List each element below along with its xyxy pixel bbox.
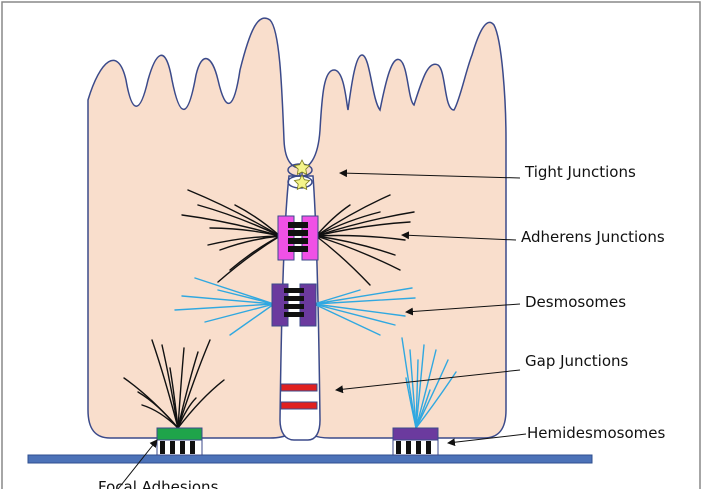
filament bbox=[313, 303, 396, 326]
filament bbox=[181, 214, 281, 237]
filament bbox=[415, 389, 431, 429]
filament bbox=[177, 351, 199, 429]
filament bbox=[315, 194, 391, 237]
label-gap-junctions: Gap Junctions bbox=[525, 352, 629, 370]
arrow-adherens-junctions bbox=[401, 231, 517, 241]
right-cell bbox=[301, 21, 507, 439]
filament bbox=[217, 289, 275, 305]
filament bbox=[204, 303, 275, 323]
adherens-actin-filaments bbox=[181, 189, 415, 286]
filament bbox=[409, 349, 417, 429]
gap-junction bbox=[280, 383, 318, 410]
filament bbox=[315, 221, 411, 237]
left-cell bbox=[87, 17, 301, 439]
label-tight-junctions: Tight Junctions bbox=[524, 163, 636, 181]
leader-arrows bbox=[117, 169, 527, 489]
filament bbox=[415, 349, 437, 429]
adherens-junction bbox=[277, 215, 319, 261]
filament bbox=[313, 303, 406, 317]
hemidesmosome-keratin-filaments bbox=[401, 337, 457, 429]
filament bbox=[315, 235, 401, 271]
label-desmosomes: Desmosomes bbox=[525, 293, 626, 311]
filament bbox=[315, 204, 351, 237]
filament bbox=[169, 367, 179, 429]
filament bbox=[315, 235, 396, 256]
filament bbox=[313, 289, 361, 305]
filament bbox=[177, 339, 211, 429]
filament bbox=[315, 235, 371, 286]
desmosome bbox=[271, 283, 317, 327]
desmosome-keratin-filaments bbox=[174, 277, 416, 336]
label-adherens-junctions: Adherens Junctions bbox=[521, 228, 665, 246]
filament bbox=[313, 303, 381, 336]
filament bbox=[415, 344, 425, 429]
filament bbox=[141, 404, 179, 429]
label-focal-adhesions: Focal Adhesions bbox=[98, 478, 219, 489]
filament bbox=[209, 227, 281, 237]
filament bbox=[217, 235, 281, 283]
filament bbox=[315, 211, 381, 237]
filament bbox=[177, 347, 185, 429]
filament bbox=[174, 303, 275, 311]
arrow-desmosomes bbox=[405, 303, 521, 316]
tight-junction-star-icon bbox=[293, 159, 311, 176]
filament bbox=[234, 204, 281, 237]
hemidesmosome bbox=[392, 427, 439, 456]
label-hemidesmosomes: Hemidesmosomes bbox=[527, 424, 665, 442]
filament bbox=[219, 235, 281, 251]
filament bbox=[313, 297, 416, 305]
filament bbox=[177, 397, 197, 429]
focal-adhesion-actin-filaments bbox=[123, 339, 225, 429]
tight-junction-star-icon bbox=[293, 174, 311, 191]
filament bbox=[229, 303, 275, 336]
arrow-focal-adhesions bbox=[117, 439, 158, 489]
filament bbox=[197, 204, 281, 237]
filament bbox=[187, 189, 281, 237]
arrow-hemidesmosomes bbox=[447, 433, 527, 447]
filament bbox=[313, 287, 413, 305]
arrow-gap-junctions bbox=[335, 369, 521, 394]
filament bbox=[315, 211, 415, 237]
filament bbox=[315, 234, 406, 241]
filament bbox=[177, 379, 225, 429]
basement-membrane bbox=[27, 454, 593, 464]
filament bbox=[181, 295, 275, 305]
focal-adhesion bbox=[156, 427, 203, 456]
filament bbox=[151, 339, 179, 429]
tight-junction bbox=[287, 159, 313, 191]
arrow-tight-junctions bbox=[339, 169, 521, 179]
